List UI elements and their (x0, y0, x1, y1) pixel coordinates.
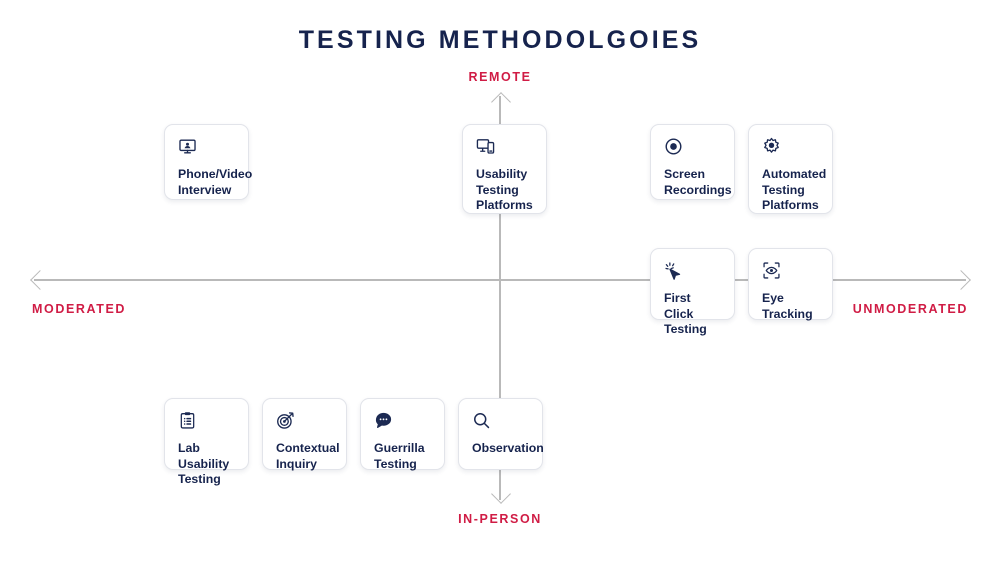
card-phone-video-interview[interactable]: Phone/Video Interview (164, 124, 253, 200)
devices-monitor-mobile-icon (476, 137, 495, 156)
eye-focus-frame-icon (762, 261, 781, 280)
magnifier-icon (472, 411, 491, 430)
record-circle-icon (664, 137, 683, 156)
video-monitor-person-icon (178, 137, 197, 156)
gear-icon (762, 137, 781, 156)
card-label: Contextual Inquiry (276, 441, 340, 471)
card-automated-testing-platforms[interactable]: Automated Testing Platforms (748, 124, 833, 214)
card-contextual-inquiry[interactable]: Contextual Inquiry (262, 398, 347, 471)
axis-label-in-person: IN-PERSON (458, 512, 542, 526)
axis-arrow-left-icon (30, 269, 50, 290)
target-dart-icon (276, 411, 295, 430)
page-title: TESTING METHODOLGOIES (298, 26, 702, 54)
speech-bubble-icon (374, 411, 393, 430)
card-label: Screen Recordings (664, 167, 732, 197)
axis-label-remote: REMOTE (468, 70, 532, 84)
vertical-axis-line (499, 96, 501, 500)
card-guerrilla-testing[interactable]: Guerrilla Testing (360, 398, 445, 471)
clipboard-list-icon (178, 411, 197, 430)
cursor-click-icon (664, 261, 683, 280)
card-observation[interactable]: Observation (458, 398, 544, 470)
card-label: Lab Usability Testing (178, 441, 230, 487)
card-label: Automated Testing Platforms (762, 167, 827, 213)
card-label: Eye Tracking (762, 291, 813, 321)
axis-arrow-down-icon (490, 484, 511, 504)
card-label: First Click Testing (664, 291, 707, 337)
card-first-click-testing[interactable]: First Click Testing (650, 248, 735, 336)
card-lab-usability-testing[interactable]: Lab Usability Testing (164, 398, 249, 486)
card-eye-tracking[interactable]: Eye Tracking (748, 248, 833, 321)
axis-label-unmoderated: UNMODERATED (852, 302, 968, 316)
card-label: Usability Testing Platforms (476, 167, 533, 213)
card-usability-testing-platforms[interactable]: Usability Testing Platforms (462, 124, 547, 214)
axis-label-moderated: MODERATED (32, 302, 127, 316)
axis-arrow-right-icon (951, 269, 971, 290)
card-label: Phone/Video Interview (178, 167, 253, 197)
card-label: Guerrilla Testing (374, 441, 425, 471)
card-screen-recordings[interactable]: Screen Recordings (650, 124, 735, 200)
axis-arrow-up-icon (490, 92, 511, 112)
card-label: Observation (472, 441, 544, 455)
